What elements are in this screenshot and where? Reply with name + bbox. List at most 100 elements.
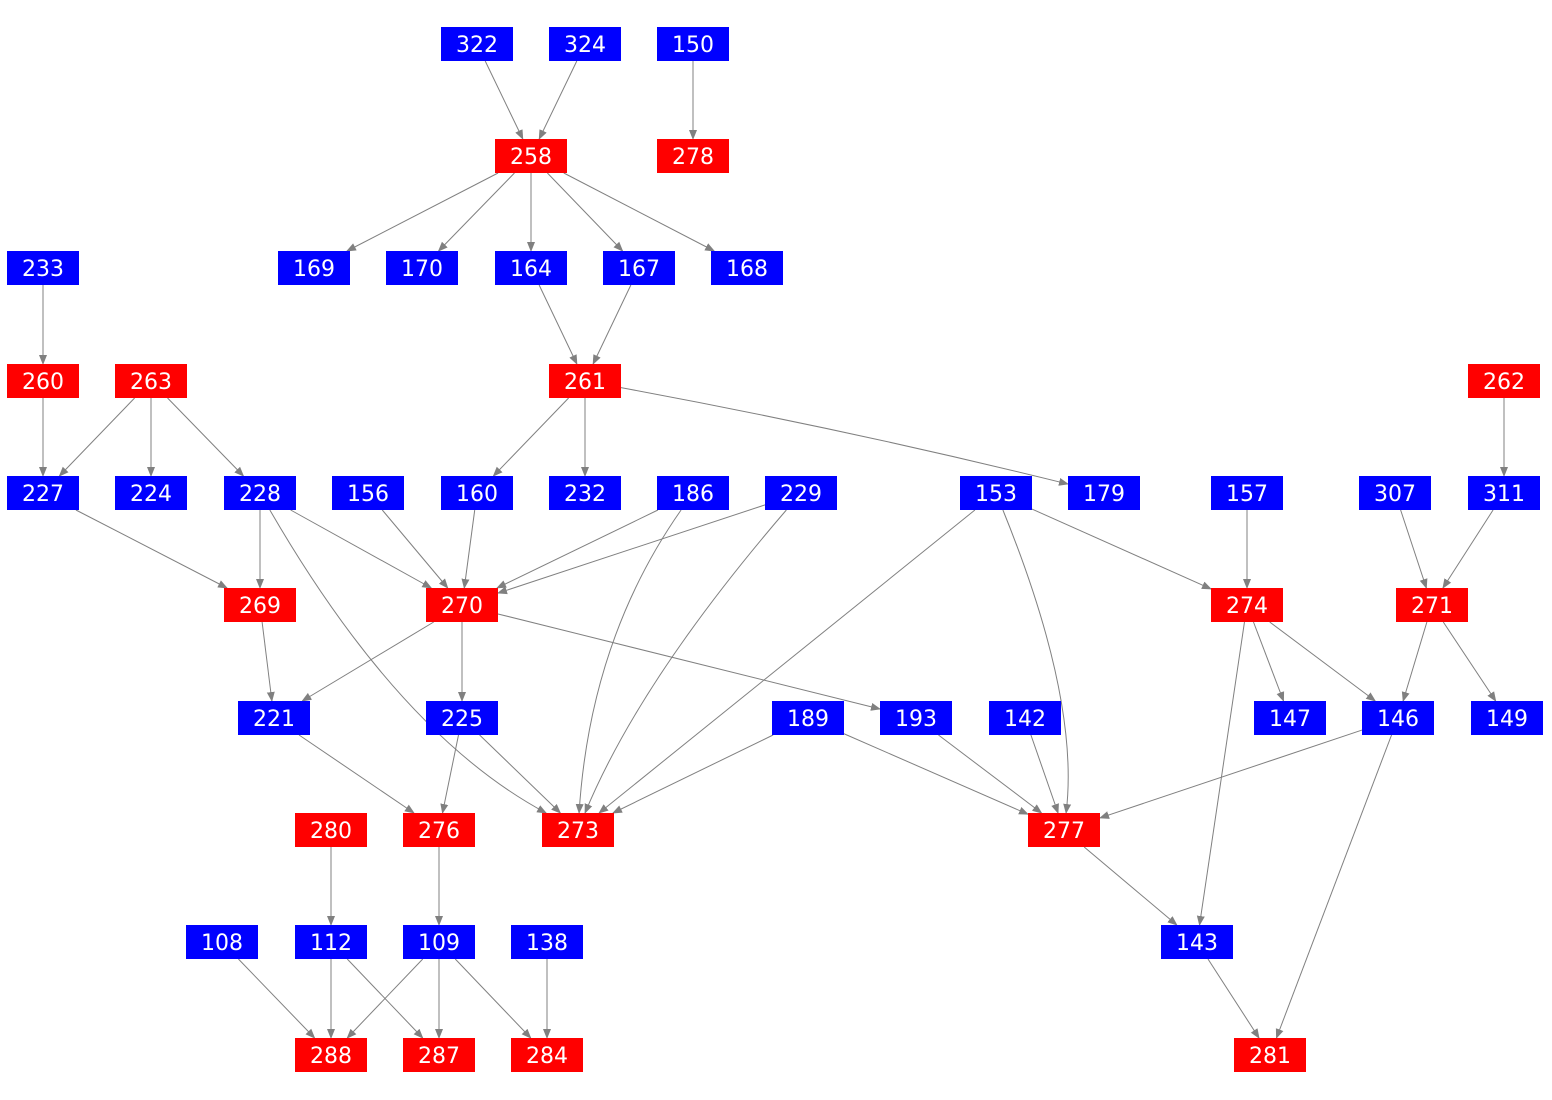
node-label: 281 <box>1249 1044 1291 1069</box>
node-227[interactable]: 227 <box>7 476 79 510</box>
node-label: 225 <box>441 707 483 732</box>
node-153[interactable]: 153 <box>960 476 1032 510</box>
node-150[interactable]: 150 <box>657 27 729 61</box>
node-label: 228 <box>239 482 281 507</box>
edge-156-to-270 <box>381 509 449 589</box>
edge-142-to-277 <box>1030 734 1059 814</box>
node-box <box>1468 364 1540 398</box>
node-224[interactable]: 224 <box>115 476 187 510</box>
node-258[interactable]: 258 <box>495 139 567 173</box>
node-box <box>657 476 729 510</box>
node-142[interactable]: 142 <box>989 701 1061 735</box>
node-box <box>1359 476 1431 510</box>
node-221[interactable]: 221 <box>238 701 310 735</box>
node-164[interactable]: 164 <box>495 251 567 285</box>
node-box <box>657 139 729 173</box>
node-233[interactable]: 233 <box>7 251 79 285</box>
node-label: 160 <box>456 482 498 507</box>
edge-263-to-228 <box>167 397 245 477</box>
edge-189-to-273 <box>612 734 774 814</box>
node-label: 189 <box>787 707 829 732</box>
node-label: 170 <box>401 257 443 282</box>
node-box <box>115 364 187 398</box>
node-270[interactable]: 270 <box>426 588 498 622</box>
node-112[interactable]: 112 <box>295 925 367 959</box>
node-261[interactable]: 261 <box>549 364 621 398</box>
node-146[interactable]: 146 <box>1362 701 1434 735</box>
node-label: 284 <box>526 1044 568 1069</box>
node-229[interactable]: 229 <box>765 476 837 510</box>
node-167[interactable]: 167 <box>603 251 675 285</box>
node-274[interactable]: 274 <box>1211 588 1283 622</box>
edge-307-to-271 <box>1400 509 1428 589</box>
node-box <box>549 476 621 510</box>
node-157[interactable]: 157 <box>1211 476 1283 510</box>
node-box <box>1211 476 1283 510</box>
edges-layer <box>39 60 1508 1039</box>
node-160[interactable]: 160 <box>441 476 513 510</box>
node-label: 273 <box>557 819 599 844</box>
node-box <box>549 27 621 61</box>
edge-225-to-273 <box>479 734 562 814</box>
node-box <box>1471 701 1543 735</box>
node-label: 227 <box>22 482 64 507</box>
node-box <box>278 251 350 285</box>
node-232[interactable]: 232 <box>549 476 621 510</box>
node-109[interactable]: 109 <box>403 925 475 959</box>
node-273[interactable]: 273 <box>542 813 614 847</box>
node-box <box>1068 476 1140 510</box>
node-box <box>765 476 837 510</box>
node-322[interactable]: 322 <box>441 27 513 61</box>
edge-146-to-277 <box>1099 729 1363 819</box>
node-box <box>238 701 310 735</box>
node-276[interactable]: 276 <box>403 813 475 847</box>
node-278[interactable]: 278 <box>657 139 729 173</box>
node-228[interactable]: 228 <box>224 476 296 510</box>
node-label: 271 <box>1411 594 1453 619</box>
node-108[interactable]: 108 <box>186 925 258 959</box>
edge-277-to-143 <box>1083 846 1178 926</box>
node-287[interactable]: 287 <box>403 1038 475 1072</box>
node-262[interactable]: 262 <box>1468 364 1540 398</box>
node-307[interactable]: 307 <box>1359 476 1431 510</box>
node-label: 280 <box>310 819 352 844</box>
node-280[interactable]: 280 <box>295 813 367 847</box>
node-225[interactable]: 225 <box>426 701 498 735</box>
node-169[interactable]: 169 <box>278 251 350 285</box>
node-263[interactable]: 263 <box>115 364 187 398</box>
edge-186-to-270 <box>496 509 659 589</box>
node-168[interactable]: 168 <box>711 251 783 285</box>
node-186[interactable]: 186 <box>657 476 729 510</box>
node-271[interactable]: 271 <box>1396 588 1468 622</box>
node-box <box>511 1038 583 1072</box>
node-269[interactable]: 269 <box>224 588 296 622</box>
node-box <box>295 813 367 847</box>
node-label: 274 <box>1226 594 1268 619</box>
node-149[interactable]: 149 <box>1471 701 1543 735</box>
node-156[interactable]: 156 <box>332 476 404 510</box>
edge-261-to-160 <box>492 397 569 477</box>
node-box <box>1468 476 1540 510</box>
node-label: 143 <box>1176 931 1218 956</box>
node-147[interactable]: 147 <box>1254 701 1326 735</box>
node-284[interactable]: 284 <box>511 1038 583 1072</box>
node-138[interactable]: 138 <box>511 925 583 959</box>
node-281[interactable]: 281 <box>1234 1038 1306 1072</box>
node-193[interactable]: 193 <box>880 701 952 735</box>
node-box <box>403 1038 475 1072</box>
node-143[interactable]: 143 <box>1161 925 1233 959</box>
node-260[interactable]: 260 <box>7 364 79 398</box>
edge-227-to-269 <box>75 509 228 589</box>
node-box <box>224 588 296 622</box>
node-189[interactable]: 189 <box>772 701 844 735</box>
node-label: 278 <box>672 145 714 170</box>
node-311[interactable]: 311 <box>1468 476 1540 510</box>
node-277[interactable]: 277 <box>1028 813 1100 847</box>
node-324[interactable]: 324 <box>549 27 621 61</box>
edge-146-to-281 <box>1275 734 1393 1039</box>
node-179[interactable]: 179 <box>1068 476 1140 510</box>
node-170[interactable]: 170 <box>386 251 458 285</box>
node-box <box>332 476 404 510</box>
node-288[interactable]: 288 <box>295 1038 367 1072</box>
